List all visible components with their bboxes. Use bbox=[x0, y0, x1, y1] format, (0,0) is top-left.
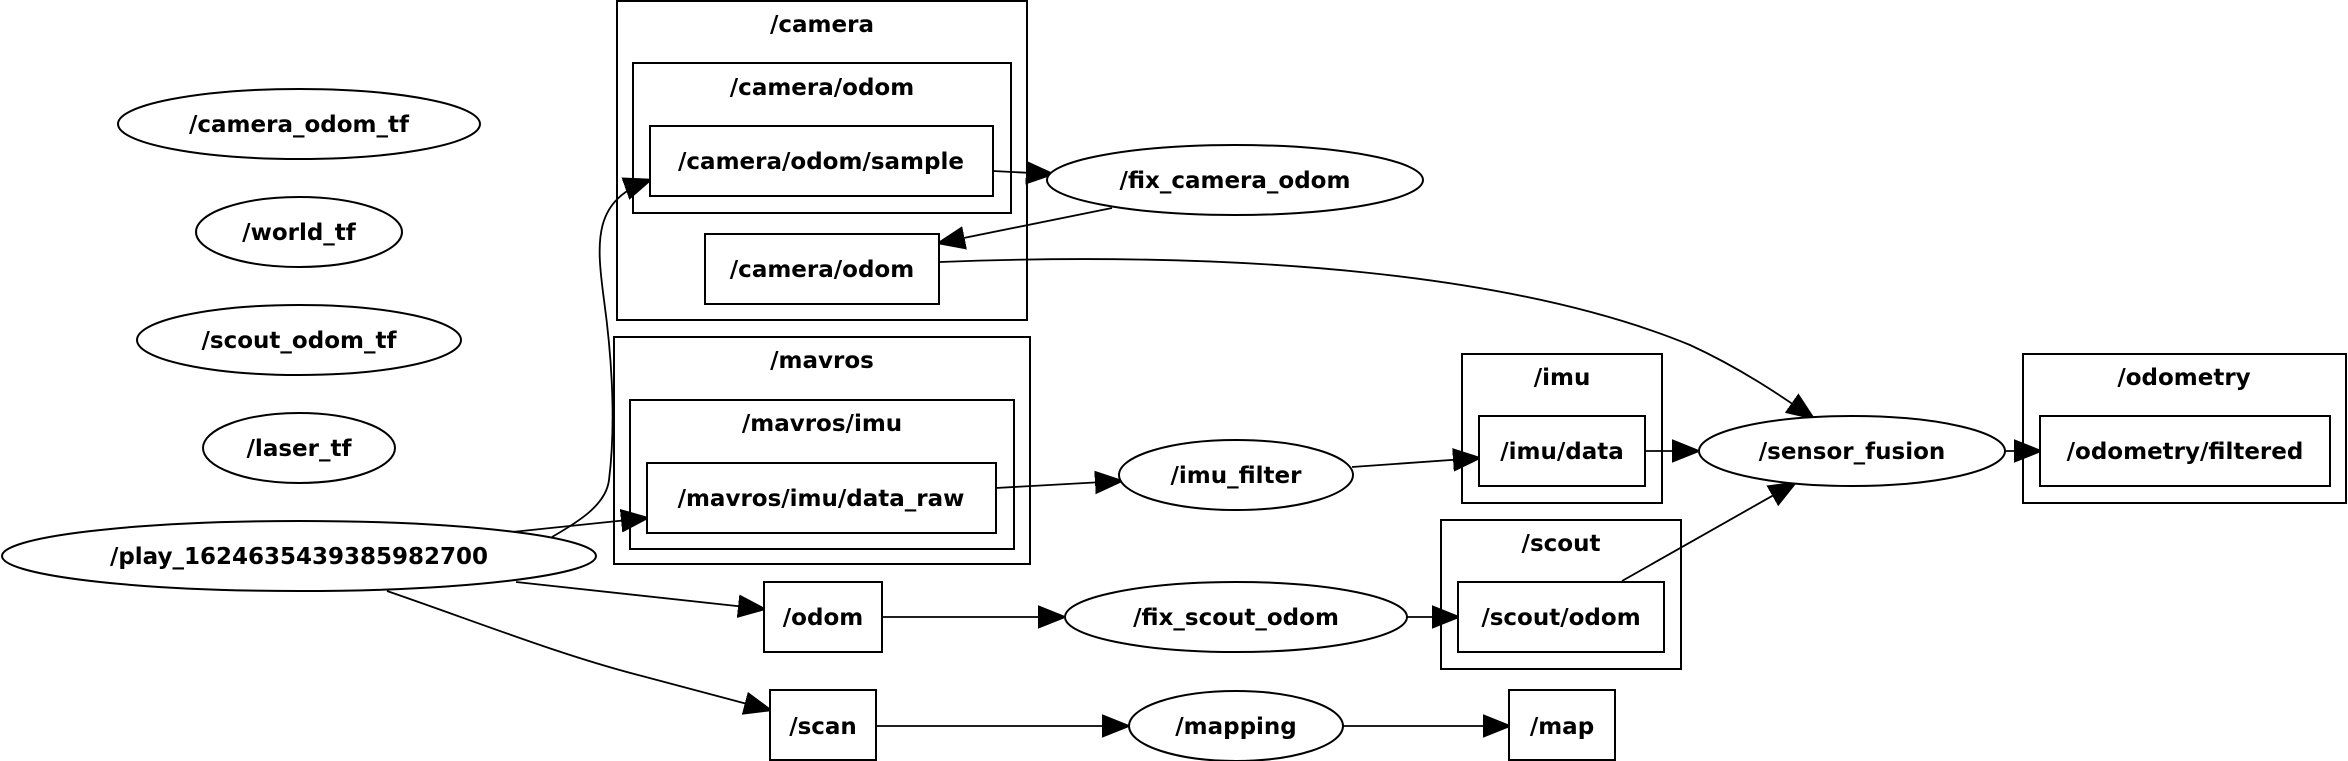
node-imu-filter-label: /imu_filter bbox=[1171, 463, 1303, 489]
cluster-mavros-imu-label: /mavros/imu bbox=[742, 411, 902, 437]
topic-scout-odom-label: /scout/odom bbox=[1481, 605, 1640, 631]
topic-scan[interactable]: /scan bbox=[769, 689, 877, 761]
edges bbox=[386, 171, 2040, 726]
topic-camera-odom-sample-label: /camera/odom/sample bbox=[678, 149, 964, 175]
node-mapping[interactable]: /mapping bbox=[1128, 690, 1344, 761]
edge-play-to-scan bbox=[386, 590, 770, 710]
cluster-camera-odom-label: /camera/odom bbox=[730, 75, 914, 101]
node-fix-scout-odom[interactable]: /fix_scout_odom bbox=[1064, 581, 1408, 653]
cluster-scout-label: /scout bbox=[1522, 531, 1601, 557]
node-laser-tf[interactable]: /laser_tf bbox=[202, 412, 396, 484]
cluster-mavros-label: /mavros bbox=[770, 348, 874, 374]
node-fix-scout-odom-label: /fix_scout_odom bbox=[1133, 605, 1339, 631]
edge-play-to-camera-odom-sample bbox=[551, 180, 650, 538]
edge-data-raw-to-imu-filter bbox=[995, 481, 1121, 488]
edge-camera-odom-to-sensor-fusion bbox=[939, 258, 1813, 418]
edge-play-to-mavros-imu-data-raw bbox=[511, 518, 647, 532]
node-fix-camera-odom-label: /fix_camera_odom bbox=[1120, 168, 1351, 194]
topic-camera-odom-label: /camera/odom bbox=[730, 257, 914, 283]
topic-mavros-imu-data-raw[interactable]: /mavros/imu/data_raw bbox=[646, 462, 997, 534]
node-play-label: /play_1624635439385982700 bbox=[110, 544, 488, 570]
node-camera-odom-tf-label: /camera_odom_tf bbox=[189, 112, 410, 138]
edge-play-to-odom bbox=[515, 581, 764, 609]
node-fix-camera-odom[interactable]: /fix_camera_odom bbox=[1046, 144, 1424, 216]
cluster-odometry-label: /odometry bbox=[2117, 365, 2250, 391]
node-play[interactable]: /play_1624635439385982700 bbox=[1, 520, 597, 592]
topic-odometry-filtered[interactable]: /odometry/filtered bbox=[2039, 415, 2331, 487]
topic-map[interactable]: /map bbox=[1508, 689, 1616, 761]
edge-sample-to-fix-camera-odom bbox=[992, 171, 1052, 174]
topic-imu-data[interactable]: /imu/data bbox=[1478, 415, 1646, 487]
node-imu-filter[interactable]: /imu_filter bbox=[1118, 439, 1354, 511]
node-scout-odom-tf-label: /scout_odom_tf bbox=[202, 328, 398, 354]
topic-mavros-imu-data-raw-label: /mavros/imu/data_raw bbox=[678, 486, 965, 512]
cluster-imu-label: /imu bbox=[1534, 365, 1591, 391]
topic-scan-label: /scan bbox=[789, 714, 857, 740]
topic-odom[interactable]: /odom bbox=[763, 581, 883, 653]
node-world-tf-label: /world_tf bbox=[242, 220, 357, 246]
node-scout-odom-tf[interactable]: /scout_odom_tf bbox=[136, 304, 462, 376]
edge-fix-camera-odom-to-camera-odom bbox=[939, 207, 1113, 243]
cluster-imu: /imu bbox=[1461, 353, 1663, 504]
node-sensor-fusion-label: /sensor_fusion bbox=[1759, 439, 1946, 465]
topic-camera-odom-sample[interactable]: /camera/odom/sample bbox=[649, 125, 994, 197]
cluster-camera-odom: /camera/odom bbox=[632, 62, 1012, 214]
node-mapping-label: /mapping bbox=[1175, 714, 1297, 740]
node-laser-tf-label: /laser_tf bbox=[247, 436, 353, 462]
topic-camera-odom[interactable]: /camera/odom bbox=[704, 233, 940, 305]
topic-odometry-filtered-label: /odometry/filtered bbox=[2067, 439, 2304, 465]
node-camera-odom-tf[interactable]: /camera_odom_tf bbox=[117, 88, 481, 160]
topic-imu-data-label: /imu/data bbox=[1500, 439, 1624, 465]
cluster-mavros-imu: /mavros/imu bbox=[629, 399, 1015, 550]
topic-odom-label: /odom bbox=[783, 605, 863, 631]
topic-map-label: /map bbox=[1530, 714, 1594, 740]
node-sensor-fusion[interactable]: /sensor_fusion bbox=[1698, 415, 2006, 487]
topic-scout-odom[interactable]: /scout/odom bbox=[1457, 581, 1665, 653]
cluster-mavros: /mavros bbox=[613, 336, 1031, 565]
cluster-scout: /scout bbox=[1440, 519, 1682, 670]
edge-scout-odom-to-sensor-fusion bbox=[1621, 483, 1795, 582]
cluster-camera-label: /camera bbox=[770, 12, 874, 38]
node-world-tf[interactable]: /world_tf bbox=[195, 196, 403, 268]
edge-imu-filter-to-imu-data bbox=[1351, 458, 1479, 467]
cluster-odometry: /odometry bbox=[2022, 353, 2347, 504]
